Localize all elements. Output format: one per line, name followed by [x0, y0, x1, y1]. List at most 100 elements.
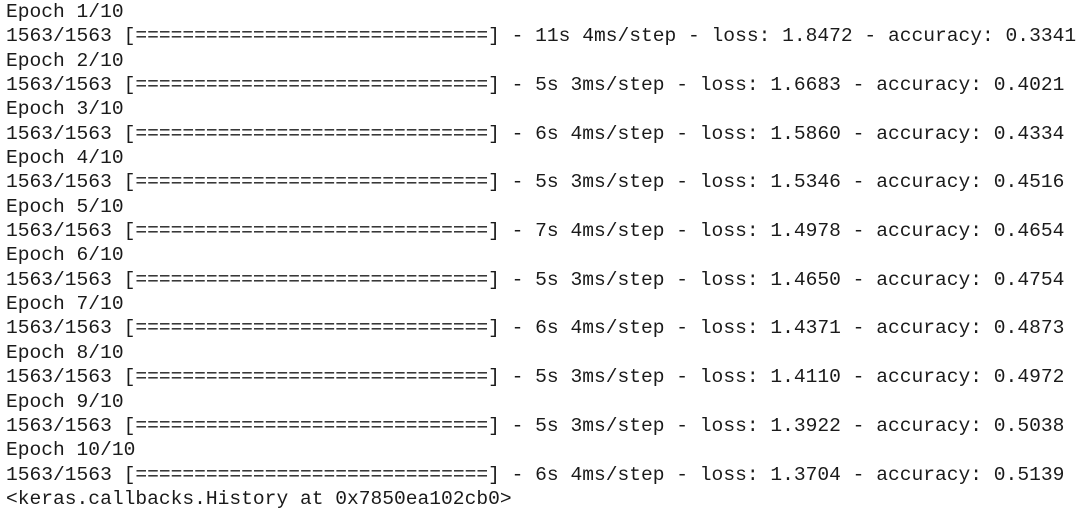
spacer	[559, 464, 571, 486]
spacer	[112, 171, 124, 193]
separator: -	[499, 122, 536, 145]
separator: -	[840, 463, 877, 486]
separator: -	[664, 463, 700, 486]
loss-value: 1.4110	[770, 366, 841, 389]
cell-output: Epoch 1/10 1563/1563 [===================…	[6, 0, 1076, 511]
time-per-step: 4ms/step	[582, 25, 677, 48]
accuracy-label: accuracy:	[876, 220, 994, 243]
loss-value: 1.6683	[770, 74, 841, 97]
progress-bar: [==============================]	[123, 268, 500, 291]
accuracy-label: accuracy:	[887, 25, 1006, 48]
history-repr: <keras.callbacks.History at 0x7850ea102c…	[6, 487, 512, 510]
epoch-header: Epoch 9/10	[6, 390, 124, 413]
loss-value: 1.4978	[770, 220, 841, 243]
separator: -	[499, 317, 536, 340]
spacer	[559, 74, 571, 96]
accuracy-value: 0.5038	[993, 414, 1065, 437]
separator: -	[664, 122, 700, 145]
accuracy-label: accuracy:	[876, 268, 994, 291]
step-count: 1563/1563	[6, 317, 112, 340]
epoch-header: Epoch 5/10	[6, 195, 124, 218]
spacer	[112, 366, 124, 388]
epoch-progress-line: 1563/1563 [=============================…	[6, 219, 1076, 243]
epoch-time: 7s	[535, 220, 559, 243]
step-count: 1563/1563	[6, 74, 112, 97]
epoch-time: 6s	[535, 317, 559, 340]
progress-bar: [==============================]	[123, 317, 500, 340]
spacer	[559, 415, 571, 437]
spacer	[112, 317, 124, 339]
time-per-step: 4ms/step	[570, 463, 665, 486]
progress-bar: [==============================]	[123, 25, 500, 48]
separator: -	[499, 414, 536, 437]
separator: -	[840, 366, 877, 389]
separator: -	[840, 171, 877, 194]
epoch-header: Epoch 2/10	[6, 49, 124, 72]
separator: -	[840, 268, 877, 291]
spacer	[112, 464, 124, 486]
progress-bar: [==============================]	[123, 220, 500, 243]
separator: -	[499, 220, 536, 243]
separator: -	[840, 220, 877, 243]
epoch-progress-line: 1563/1563 [=============================…	[6, 268, 1076, 292]
loss-label: loss:	[699, 171, 771, 194]
separator: -	[499, 74, 536, 97]
loss-label: loss:	[711, 25, 783, 48]
separator: -	[664, 268, 700, 291]
spacer	[559, 123, 571, 145]
separator: -	[840, 317, 877, 340]
spacer	[559, 317, 571, 339]
accuracy-value: 0.4972	[993, 366, 1065, 389]
epoch-header: Epoch 7/10	[6, 293, 124, 316]
epoch-time: 5s	[535, 366, 559, 389]
epoch-time: 6s	[535, 463, 559, 486]
epoch-progress-line: 1563/1563 [=============================…	[6, 463, 1076, 487]
spacer	[112, 123, 124, 145]
step-count: 1563/1563	[6, 268, 112, 291]
accuracy-label: accuracy:	[876, 171, 994, 194]
step-count: 1563/1563	[6, 463, 112, 486]
loss-label: loss:	[699, 317, 771, 340]
epoch-progress-line: 1563/1563 [=============================…	[6, 414, 1076, 438]
loss-value: 1.3704	[770, 463, 841, 486]
progress-bar: [==============================]	[123, 74, 500, 97]
time-per-step: 3ms/step	[570, 366, 665, 389]
loss-label: loss:	[699, 122, 771, 145]
epoch-time: 5s	[535, 171, 559, 194]
separator: -	[840, 122, 877, 145]
loss-label: loss:	[699, 366, 771, 389]
accuracy-value: 0.4334	[993, 122, 1065, 145]
loss-label: loss:	[699, 220, 771, 243]
separator: -	[499, 366, 536, 389]
progress-bar: [==============================]	[123, 171, 500, 194]
progress-bar: [==============================]	[123, 414, 500, 437]
spacer	[112, 220, 124, 242]
epoch-header: Epoch 8/10	[6, 341, 124, 364]
loss-label: loss:	[699, 414, 771, 437]
accuracy-value: 0.4654	[993, 220, 1065, 243]
separator: -	[664, 171, 700, 194]
time-per-step: 4ms/step	[570, 317, 665, 340]
accuracy-label: accuracy:	[876, 317, 994, 340]
loss-value: 1.3922	[770, 414, 841, 437]
separator: -	[499, 268, 536, 291]
separator: -	[499, 25, 536, 48]
spacer	[112, 74, 124, 96]
spacer	[112, 415, 124, 437]
separator: -	[852, 25, 888, 48]
loss-label: loss:	[699, 74, 771, 97]
separator: -	[664, 366, 700, 389]
loss-value: 1.8472	[782, 25, 853, 48]
spacer	[559, 220, 571, 242]
epoch-header: Epoch 3/10	[6, 98, 124, 121]
step-count: 1563/1563	[6, 122, 112, 145]
epoch-header: Epoch 1/10	[6, 1, 124, 23]
accuracy-label: accuracy:	[876, 74, 994, 97]
accuracy-label: accuracy:	[876, 463, 994, 486]
progress-bar: [==============================]	[123, 463, 500, 486]
accuracy-label: accuracy:	[876, 366, 994, 389]
time-per-step: 3ms/step	[570, 171, 665, 194]
loss-value: 1.4371	[770, 317, 841, 340]
accuracy-value: 0.4516	[993, 171, 1065, 194]
loss-value: 1.4650	[770, 268, 841, 291]
